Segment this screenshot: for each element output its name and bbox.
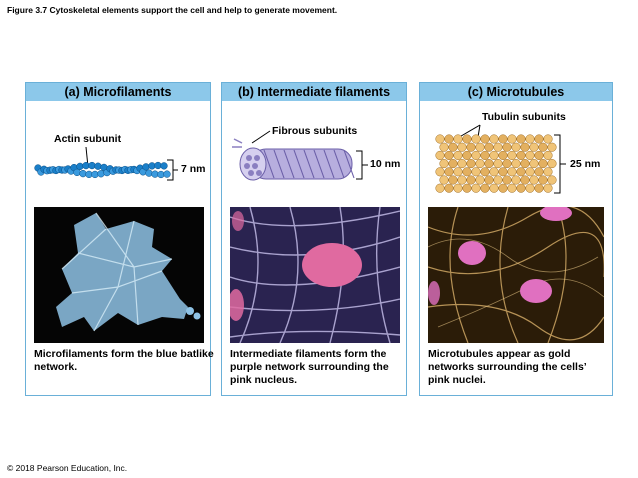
size-label-25nm: 25 nm [570, 158, 601, 170]
rope-twists [263, 149, 355, 179]
panel-microfilaments: (a) Microfilaments Actin subunit 7 nm Mi… [25, 82, 214, 396]
size-bracket-b [356, 150, 363, 180]
pink-nucleus-2 [520, 279, 552, 303]
panel-header-microtubules: (c) Microtubules [420, 83, 612, 101]
microtubule-illustration [435, 124, 566, 194]
filament-rope [251, 148, 353, 180]
panel-header-intermediate-filaments: (b) Intermediate filaments [222, 83, 406, 101]
microtubule-micrograph [428, 207, 604, 343]
caption-intermediate-filaments: Intermediate filaments form the purple n… [230, 348, 389, 386]
actin-subunit-label: Actin subunit [54, 133, 122, 145]
intermediate-filament-illustration [232, 130, 368, 181]
caption-microfilaments: Microfilaments form the blue batlike net… [34, 348, 214, 373]
panel-intermediate-filaments: (b) Intermediate filaments Fibrous subun… [221, 82, 407, 396]
figure-title: Figure 3.7 Cytoskeletal elements support… [7, 5, 338, 15]
caption-microtubules: Microtubules appear as gold networks sur… [428, 348, 587, 386]
gold-network [428, 207, 604, 343]
tubulin-subunits-label: Tubulin subunits [482, 111, 566, 123]
fibrous-subunits-label: Fibrous subunits [272, 125, 358, 137]
pink-nucleus [302, 243, 362, 287]
size-label-10nm: 10 nm [370, 158, 401, 170]
tubulin-pointer-line-2 [477, 124, 481, 138]
microfilament-micrograph [34, 207, 204, 343]
pink-nucleus-3 [540, 207, 572, 221]
intermediate-filament-micrograph [230, 207, 400, 343]
filament-network [61, 212, 173, 332]
panel-microtubules: (c) Microtubules Tubulin subunits 25 nm … [419, 82, 613, 396]
actin-beads [34, 161, 171, 179]
fibrous-pointer-line [251, 130, 271, 144]
tubulin-grid [435, 134, 557, 193]
size-label-7nm: 7 nm [181, 163, 206, 175]
copyright-notice: © 2018 Pearson Education, Inc. [7, 463, 128, 473]
microfilament-illustration [34, 146, 178, 181]
pink-nucleus-1 [458, 241, 486, 265]
panel-header-microfilaments: (a) Microfilaments [26, 83, 210, 101]
